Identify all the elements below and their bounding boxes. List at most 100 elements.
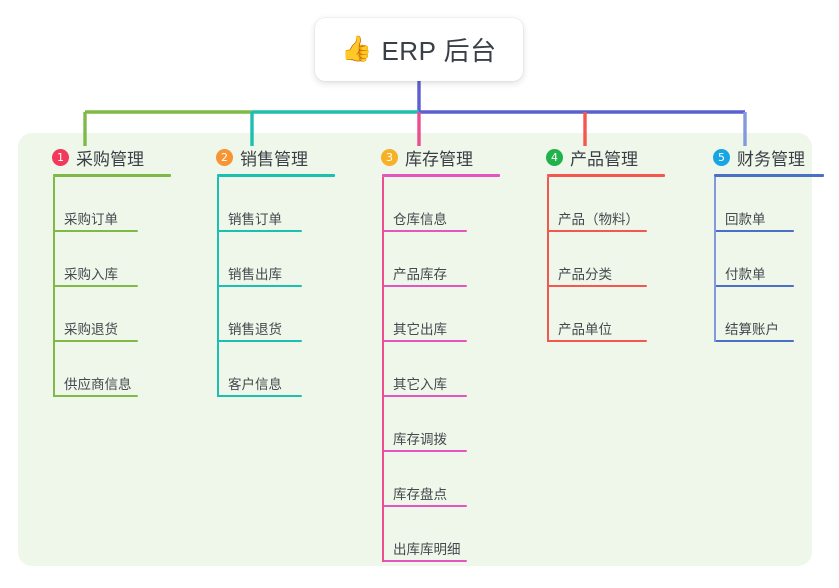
column-title: 采购管理 xyxy=(76,149,144,169)
column-badge-5: 5 xyxy=(713,148,730,166)
column-badge-2: 2 xyxy=(216,148,233,166)
leaf-label: 采购退货 xyxy=(64,322,118,337)
column-badge-4: 4 xyxy=(546,148,563,166)
leaf-rule xyxy=(382,450,467,452)
diagram-panel xyxy=(18,133,812,566)
column-spine xyxy=(53,177,55,397)
leaf-item[interactable]: 采购入库 xyxy=(36,232,196,287)
leaf-rule xyxy=(382,230,467,232)
column-rule xyxy=(382,174,500,177)
leaf-item[interactable]: 销售出库 xyxy=(200,232,360,287)
column-库存管理: 3 库存管理仓库信息产品库存其它出库其它入库库存调拨库存盘点出库库明细 xyxy=(365,144,530,562)
column-产品管理: 4 产品管理产品（物料） 产品分类产品单位 xyxy=(530,144,695,342)
column-title: 产品管理 xyxy=(570,149,638,169)
leaf-item[interactable]: 产品分类 xyxy=(530,232,695,287)
column-header-1[interactable]: 1 采购管理 xyxy=(36,144,196,170)
leaf-item[interactable]: 出库库明细 xyxy=(365,507,530,562)
leaf-label: 销售订单 xyxy=(228,212,282,227)
leaf-label: 其它出库 xyxy=(393,322,447,337)
leaf-label: 付款单 xyxy=(725,267,766,282)
column-items: 回款单付款单结算账户 xyxy=(697,177,827,342)
leaf-label: 库存盘点 xyxy=(393,487,447,502)
leaf-item[interactable]: 产品库存 xyxy=(365,232,530,287)
column-spine xyxy=(217,177,219,397)
leaf-label: 销售退货 xyxy=(228,322,282,337)
leaf-rule xyxy=(547,340,647,342)
leaf-item[interactable]: 其它出库 xyxy=(365,287,530,342)
leaf-label: 客户信息 xyxy=(228,377,282,392)
leaf-item[interactable]: 回款单 xyxy=(697,177,827,232)
column-title: 财务管理 xyxy=(737,149,805,169)
leaf-rule xyxy=(547,230,647,232)
leaf-rule xyxy=(714,285,794,287)
leaf-rule xyxy=(382,395,467,397)
column-spine xyxy=(382,177,384,562)
leaf-item[interactable]: 产品单位 xyxy=(530,287,695,342)
leaf-label: 回款单 xyxy=(725,212,766,227)
leaf-item[interactable]: 销售订单 xyxy=(200,177,360,232)
column-items: 销售订单销售出库销售退货客户信息 xyxy=(200,177,360,397)
leaf-label: 供应商信息 xyxy=(64,377,132,392)
leaf-label: 产品单位 xyxy=(558,322,612,337)
column-header-4[interactable]: 4 产品管理 xyxy=(530,144,695,170)
leaf-label: 结算账户 xyxy=(725,322,779,337)
leaf-label: 出库库明细 xyxy=(393,542,461,557)
column-财务管理: 5 财务管理回款单付款单结算账户 xyxy=(697,144,827,342)
column-items: 产品（物料） 产品分类产品单位 xyxy=(530,177,695,342)
leaf-label: 仓库信息 xyxy=(393,212,447,227)
leaf-rule xyxy=(53,395,138,397)
root-node[interactable]: 👍 ERP 后台 xyxy=(315,18,523,81)
column-badge-1: 1 xyxy=(52,148,69,166)
leaf-item[interactable]: 客户信息 xyxy=(200,342,360,397)
column-title: 库存管理 xyxy=(405,149,473,169)
column-title: 销售管理 xyxy=(240,149,308,169)
leaf-rule xyxy=(714,230,794,232)
column-spine xyxy=(714,177,716,342)
leaf-label: 采购订单 xyxy=(64,212,118,227)
leaf-rule xyxy=(53,340,138,342)
leaf-rule xyxy=(53,230,138,232)
leaf-label: 销售出库 xyxy=(228,267,282,282)
leaf-rule xyxy=(382,560,467,562)
column-销售管理: 2 销售管理销售订单销售出库销售退货客户信息 xyxy=(200,144,360,397)
leaf-item[interactable]: 其它入库 xyxy=(365,342,530,397)
root-title: ERP 后台 xyxy=(381,36,497,66)
column-items: 采购订单采购入库采购退货供应商信息 xyxy=(36,177,196,397)
leaf-item[interactable]: 产品（物料） xyxy=(530,177,695,232)
leaf-rule xyxy=(53,285,138,287)
leaf-item[interactable]: 结算账户 xyxy=(697,287,827,342)
column-rule xyxy=(217,174,335,177)
leaf-item[interactable]: 销售退货 xyxy=(200,287,360,342)
leaf-rule xyxy=(382,340,467,342)
leaf-item[interactable]: 采购订单 xyxy=(36,177,196,232)
leaf-label: 其它入库 xyxy=(393,377,447,392)
column-header-2[interactable]: 2 销售管理 xyxy=(200,144,360,170)
column-rule xyxy=(714,174,824,177)
column-header-3[interactable]: 3 库存管理 xyxy=(365,144,530,170)
leaf-item[interactable]: 库存盘点 xyxy=(365,452,530,507)
leaf-item[interactable]: 付款单 xyxy=(697,232,827,287)
column-items: 仓库信息产品库存其它出库其它入库库存调拨库存盘点出库库明细 xyxy=(365,177,530,562)
leaf-rule xyxy=(217,230,302,232)
thumbs-up-icon: 👍 xyxy=(341,35,373,63)
column-header-5[interactable]: 5 财务管理 xyxy=(697,144,827,170)
leaf-label: 采购入库 xyxy=(64,267,118,282)
leaf-item[interactable]: 采购退货 xyxy=(36,287,196,342)
leaf-item[interactable]: 仓库信息 xyxy=(365,177,530,232)
leaf-label: 库存调拨 xyxy=(393,432,447,447)
leaf-rule xyxy=(382,285,467,287)
leaf-label: 产品分类 xyxy=(558,267,612,282)
leaf-label: 产品（物料） xyxy=(558,212,639,227)
leaf-item[interactable]: 库存调拨 xyxy=(365,397,530,452)
column-rule xyxy=(547,174,665,177)
column-rule xyxy=(53,174,171,177)
column-badge-3: 3 xyxy=(381,148,398,166)
leaf-rule xyxy=(714,340,794,342)
column-采购管理: 1 采购管理采购订单采购入库采购退货供应商信息 xyxy=(36,144,196,397)
leaf-rule xyxy=(547,285,647,287)
column-spine xyxy=(547,177,549,342)
leaf-rule xyxy=(217,340,302,342)
leaf-item[interactable]: 供应商信息 xyxy=(36,342,196,397)
leaf-rule xyxy=(217,285,302,287)
